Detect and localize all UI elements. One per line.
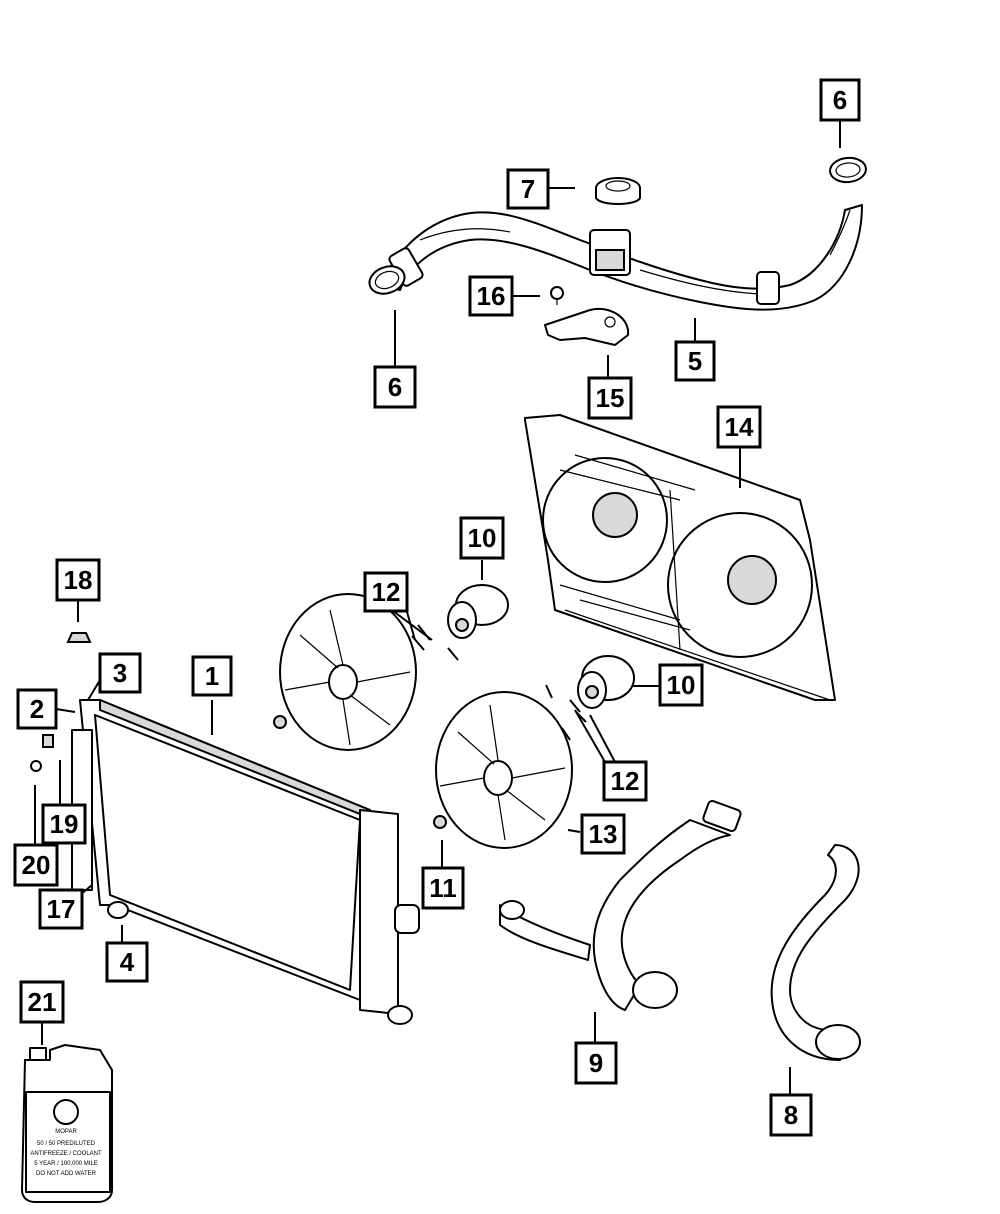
callout-6-upper: 6 [819, 78, 861, 122]
svg-text:2: 2 [30, 694, 44, 724]
callout-2: 2 [16, 688, 58, 730]
callout-21: 21 [19, 980, 65, 1024]
callout-20: 20 [13, 843, 59, 887]
svg-text:12: 12 [611, 766, 640, 796]
svg-text:19: 19 [50, 809, 79, 839]
svg-text:4: 4 [120, 947, 135, 977]
coolant-jug: MOPAR 50 / 50 PREDILUTED ANTIFREEZE / CO… [21, 1044, 113, 1203]
callout-17: 17 [38, 888, 84, 930]
svg-text:6: 6 [388, 372, 402, 402]
callout-12-upper: 12 [363, 571, 409, 613]
overflow-hose [770, 844, 861, 1061]
svg-text:1: 1 [205, 661, 219, 691]
radiator [71, 698, 420, 1025]
callout-5: 5 [674, 340, 716, 382]
callout-15: 15 [587, 376, 633, 420]
clip-19 [42, 734, 54, 748]
fan-motor-upper [447, 584, 509, 639]
fan-motor-lower [577, 655, 635, 709]
jug-line-3: 5 YEAR / 100,000 MILE [34, 1161, 98, 1167]
callout-14: 14 [716, 405, 762, 449]
callout-6-lower: 6 [373, 365, 417, 409]
callout-16: 16 [468, 275, 514, 317]
callout-18: 18 [55, 558, 101, 602]
cap-nut-18 [66, 632, 92, 643]
fan-nut-lower [433, 815, 447, 829]
svg-text:14: 14 [725, 412, 754, 442]
hose-clamp-left [368, 265, 406, 295]
hose-bracket [544, 307, 630, 346]
svg-text:11: 11 [429, 873, 457, 903]
svg-text:18: 18 [64, 565, 93, 595]
callout-19: 19 [41, 803, 87, 845]
svg-text:7: 7 [521, 174, 535, 204]
svg-text:13: 13 [589, 819, 618, 849]
fan-blade-upper [279, 593, 417, 751]
jug-line-2: ANTIFREEZE / COOLANT [30, 1151, 102, 1157]
svg-text:20: 20 [22, 850, 51, 880]
fan-nut-upper [273, 715, 287, 729]
svg-text:8: 8 [784, 1100, 798, 1130]
fan-shroud [524, 414, 836, 701]
svg-text:15: 15 [596, 383, 625, 413]
leader-lines [34, 120, 841, 1095]
grommet-20 [30, 760, 42, 772]
callout-3: 3 [98, 652, 142, 694]
callout-13: 13 [580, 813, 626, 855]
svg-text:3: 3 [113, 658, 127, 688]
upper-radiator-hose [379, 204, 863, 311]
callout-4: 4 [105, 941, 149, 983]
jug-line-4: DO NOT ADD WATER [36, 1171, 97, 1177]
callout-10-upper: 10 [459, 516, 505, 560]
callout-1: 1 [191, 655, 233, 697]
svg-text:10: 10 [667, 670, 696, 700]
svg-text:10: 10 [468, 523, 497, 553]
svg-text:17: 17 [47, 894, 76, 924]
fan-blade-lower [435, 691, 573, 849]
callout-10-lower: 10 [658, 663, 704, 707]
svg-text:21: 21 [28, 987, 57, 1017]
callout-8: 8 [769, 1093, 813, 1137]
bracket-bolt [550, 286, 564, 305]
callout-9: 9 [574, 1041, 618, 1085]
hose-clamp-right [829, 156, 867, 184]
pressure-cap [595, 177, 641, 205]
svg-text:5: 5 [688, 346, 702, 376]
callout-12-lower: 12 [602, 760, 648, 802]
svg-text:6: 6 [833, 85, 847, 115]
svg-text:12: 12 [372, 577, 401, 607]
svg-text:16: 16 [477, 281, 506, 311]
jug-line-1: 50 / 50 PREDILUTED [37, 1141, 96, 1147]
lower-radiator-hose [499, 799, 742, 1011]
callout-11: 11 [421, 866, 465, 910]
jug-brand: MOPAR [55, 1129, 77, 1135]
callout-7: 7 [506, 168, 550, 210]
svg-text:9: 9 [589, 1048, 603, 1078]
